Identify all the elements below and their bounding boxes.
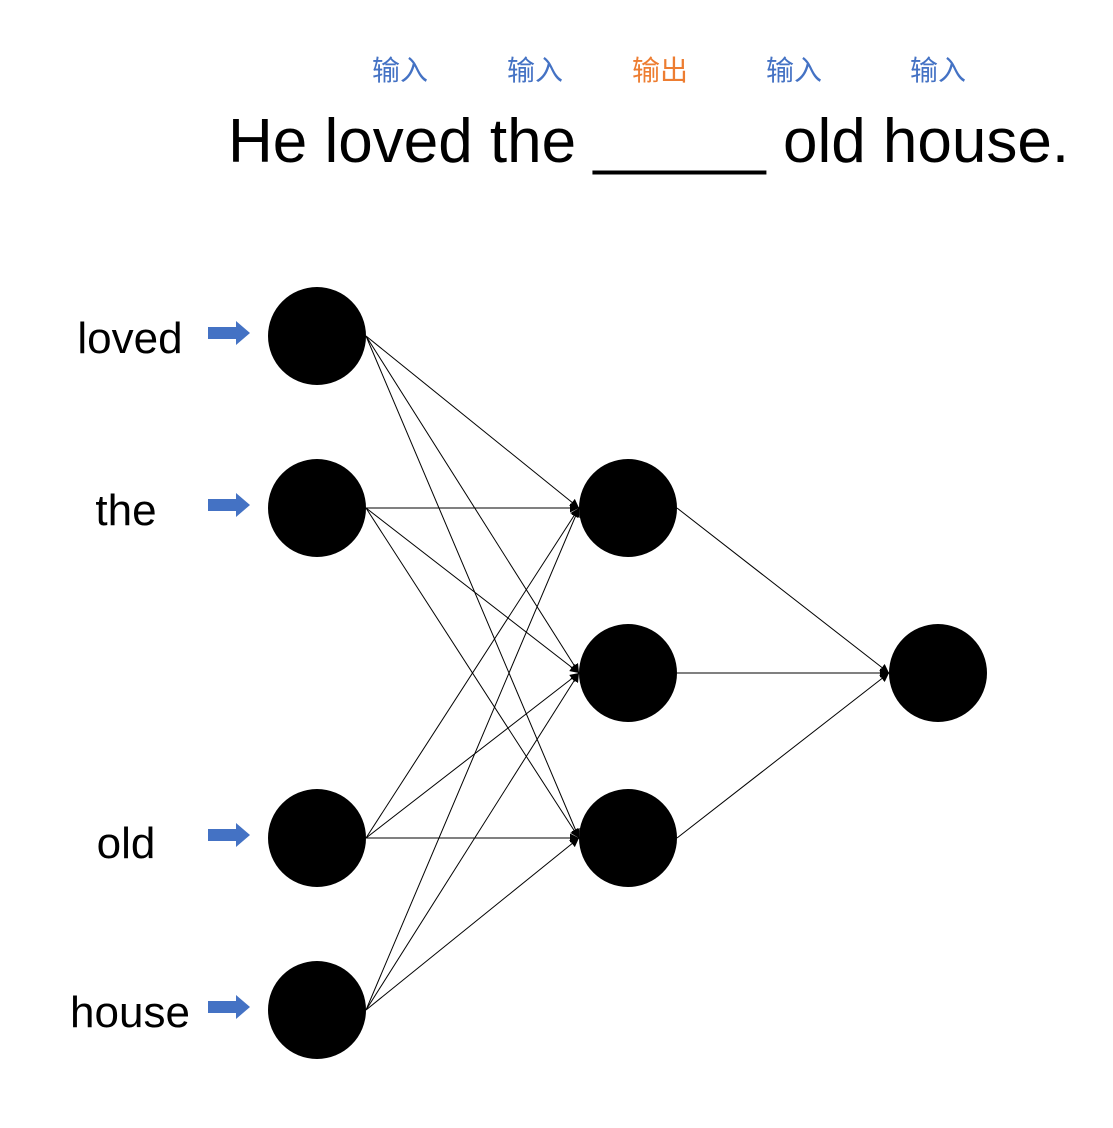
tag-output: 输出 <box>632 54 688 87</box>
tag-input-1: 输入 <box>372 54 428 87</box>
input-arrows <box>208 321 250 1019</box>
input-word-the: the <box>95 486 156 535</box>
input-labels: loved the old house <box>70 314 190 1037</box>
sentence: He loved the _____ old house. <box>228 107 1069 176</box>
arrow-right-icon-loved <box>208 321 250 345</box>
input-node-loved <box>268 287 366 385</box>
edge-input4-hidden1 <box>365 507 580 1011</box>
arrow-right-icon-old <box>208 823 250 847</box>
edge-input1-hidden1 <box>365 335 580 509</box>
hidden-node-1 <box>579 459 677 557</box>
edge-input4-hidden3 <box>365 837 580 1011</box>
edge-input3-hidden2 <box>365 672 580 839</box>
edge-input3-hidden1 <box>365 507 580 839</box>
tag-input-3: 输入 <box>766 54 822 87</box>
arrow-right-icon-house <box>208 995 250 1019</box>
edge-input1-hidden2 <box>365 335 580 674</box>
hidden-node-2 <box>579 624 677 722</box>
arrow-right-icon-the <box>208 493 250 517</box>
input-word-old: old <box>97 819 156 868</box>
edge-input1-hidden3 <box>365 335 580 839</box>
hidden-node-3 <box>579 789 677 887</box>
edge-hidden1-output1 <box>676 507 890 674</box>
edge-input4-hidden2 <box>365 672 580 1011</box>
edge-hidden3-output1 <box>676 672 890 839</box>
input-node-the <box>268 459 366 557</box>
input-node-old <box>268 789 366 887</box>
input-word-house: house <box>70 988 190 1037</box>
nodes <box>268 287 987 1059</box>
edge-input2-hidden2 <box>365 507 580 674</box>
output-node-1 <box>889 624 987 722</box>
tag-input-4: 输入 <box>910 54 966 87</box>
connections <box>365 335 890 1011</box>
input-word-loved: loved <box>77 314 182 363</box>
input-node-house <box>268 961 366 1059</box>
tag-input-2: 输入 <box>507 54 563 87</box>
role-tags: 输入 输入 输出 输入 输入 <box>372 54 966 87</box>
